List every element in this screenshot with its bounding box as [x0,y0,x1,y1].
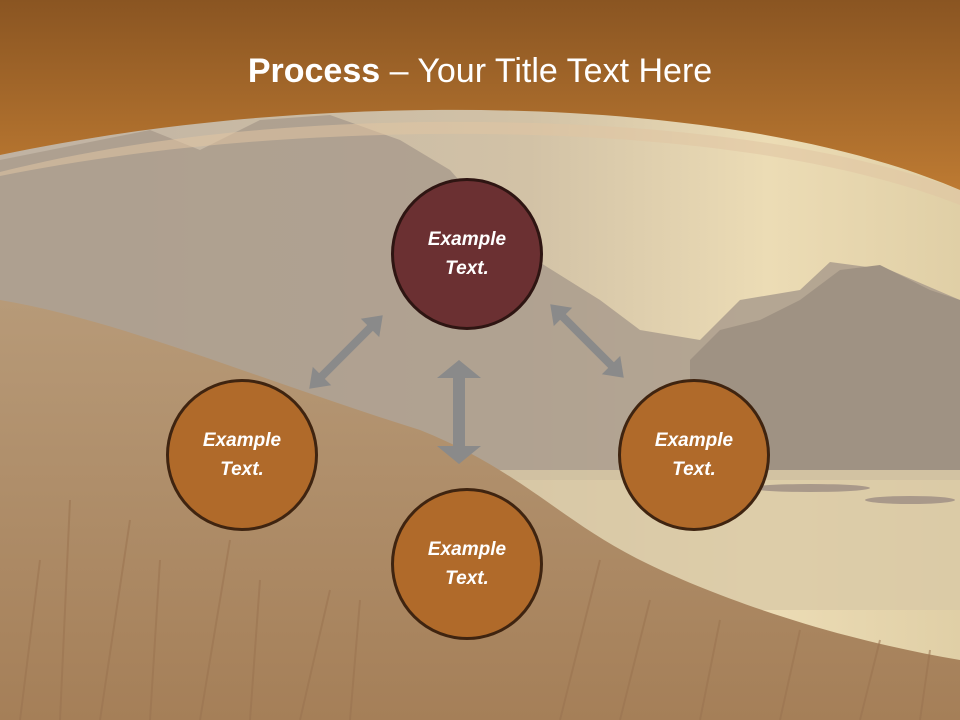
connector-top-right-arrow [550,304,624,378]
node-top-line2: Text. [445,258,489,279]
node-left-line2: Text. [220,459,264,480]
node-bottom-line1: Example [427,539,507,560]
connector-top-left-arrow [309,315,383,389]
node-right-line2: Text. [672,459,716,480]
title-rest: – Your Title Text Here [380,52,713,90]
node-top-line1: Example [427,229,507,250]
node-right-line1: Example [654,430,734,451]
slide-title: Process – Your Title Text Here [0,52,960,91]
node-left-line1: Example [202,430,282,451]
connector-top-bottom-arrow [437,360,481,464]
node-bottom-line2: Text. [445,568,489,589]
title-bold: Process [247,52,381,90]
